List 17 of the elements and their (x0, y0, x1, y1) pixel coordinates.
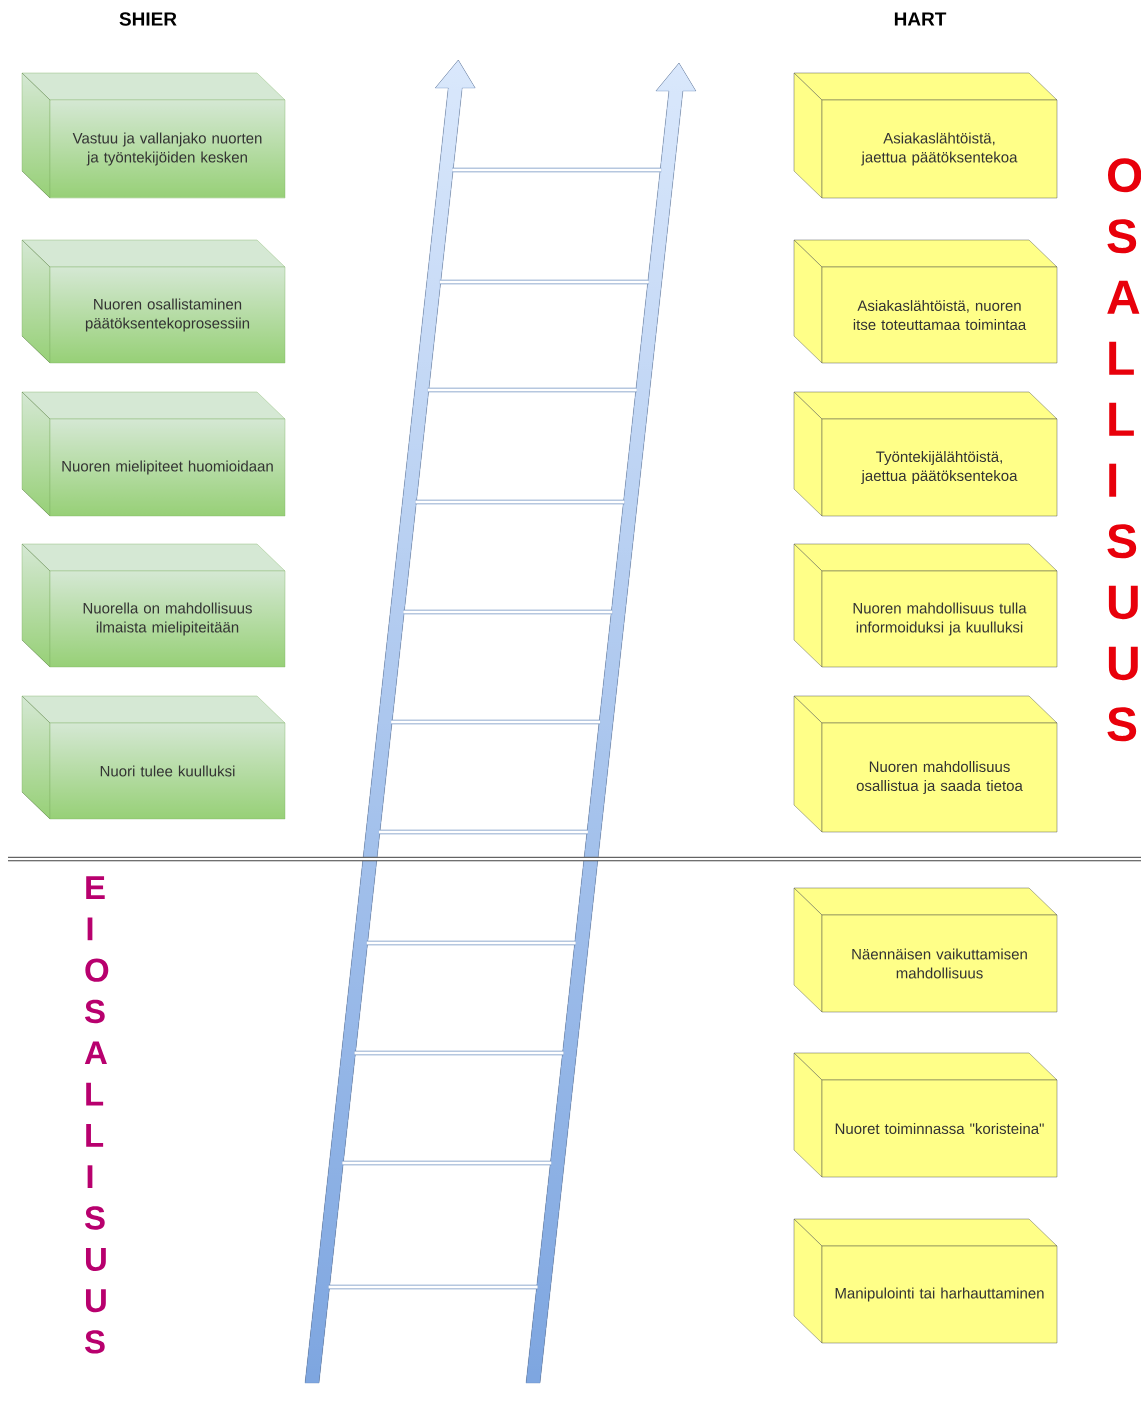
cuboid-box: Nuoren mahdollisuus tulla informoiduksi ja kuulluksi (793, 543, 1058, 668)
column-heading: SHIER (119, 12, 177, 26)
column-heading: HART (894, 12, 947, 26)
cuboid-box: Nuoren mielipiteet huomioidaan (21, 391, 286, 517)
vertical-label: EI OSALLISUUS (84, 876, 109, 1354)
cuboid-box: Asiakaslähtöistä, nuoren itse toteuttamaa toimintaa (793, 239, 1058, 364)
cuboid-box: Asiakaslähtöistä, jaettua päätöksentekoa (793, 72, 1058, 199)
cuboid-box: Nuoren osallistaminen päätöksentekoprosessiin (21, 239, 286, 364)
cuboid-box: Nuorella on mahdollisuus ilmaista mielipiteitään (21, 543, 286, 668)
vertical-label: OSALLISUUS (1107, 158, 1141, 742)
cuboid-box: Vastuu ja vallanjako nuorten ja työntekijöiden kesken (21, 72, 286, 199)
cuboid-box: Nuori tulee kuulluksi (21, 695, 286, 820)
cuboid-box: Nuoren mahdollisuus osallistua ja saada tietoa (793, 695, 1058, 833)
cuboid-box: Manipulointi tai harhauttaminen (793, 1218, 1058, 1344)
cuboid-box: Työntekijälähtöistä, jaettua päätöksentekoa (793, 391, 1058, 517)
cuboid-box: Näennäisen vaikuttamisen mahdollisuus (793, 887, 1058, 1013)
cuboid-box: Nuoret toiminnassa "koristeina" (793, 1052, 1058, 1178)
